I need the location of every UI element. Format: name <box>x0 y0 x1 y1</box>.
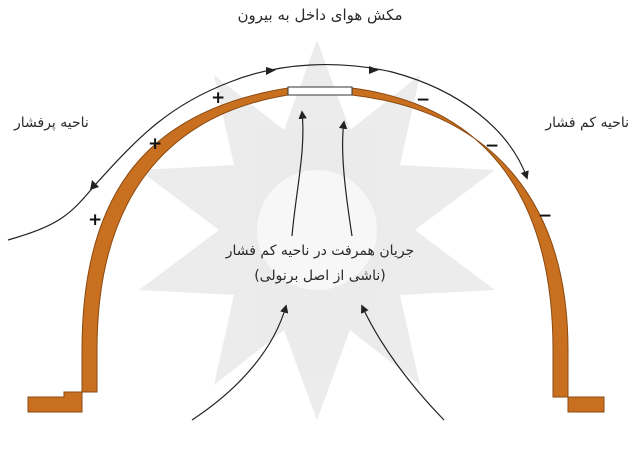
flow-arrowhead <box>266 67 276 75</box>
flow-arrowhead <box>369 66 379 74</box>
label-center-line2: (ناشی از اصل برنولی) <box>215 268 425 284</box>
label-top-suction: مکش هوای داخل به بیرون <box>215 6 425 24</box>
plus-sign: + <box>211 90 225 107</box>
label-center-line1: جریان همرفت در ناحیه کم فشار <box>200 243 440 259</box>
plus-sign: + <box>88 212 102 229</box>
plus-sign: + <box>148 136 162 153</box>
minus-sign: − <box>485 138 499 155</box>
label-high-pressure: ناحیه پرفشار <box>14 115 114 131</box>
label-low-pressure: ناحیه کم فشار <box>514 115 629 131</box>
dome-opening <box>288 87 352 95</box>
minus-sign: − <box>416 92 430 109</box>
minus-sign: − <box>538 208 552 225</box>
watermark-logo <box>139 40 495 420</box>
